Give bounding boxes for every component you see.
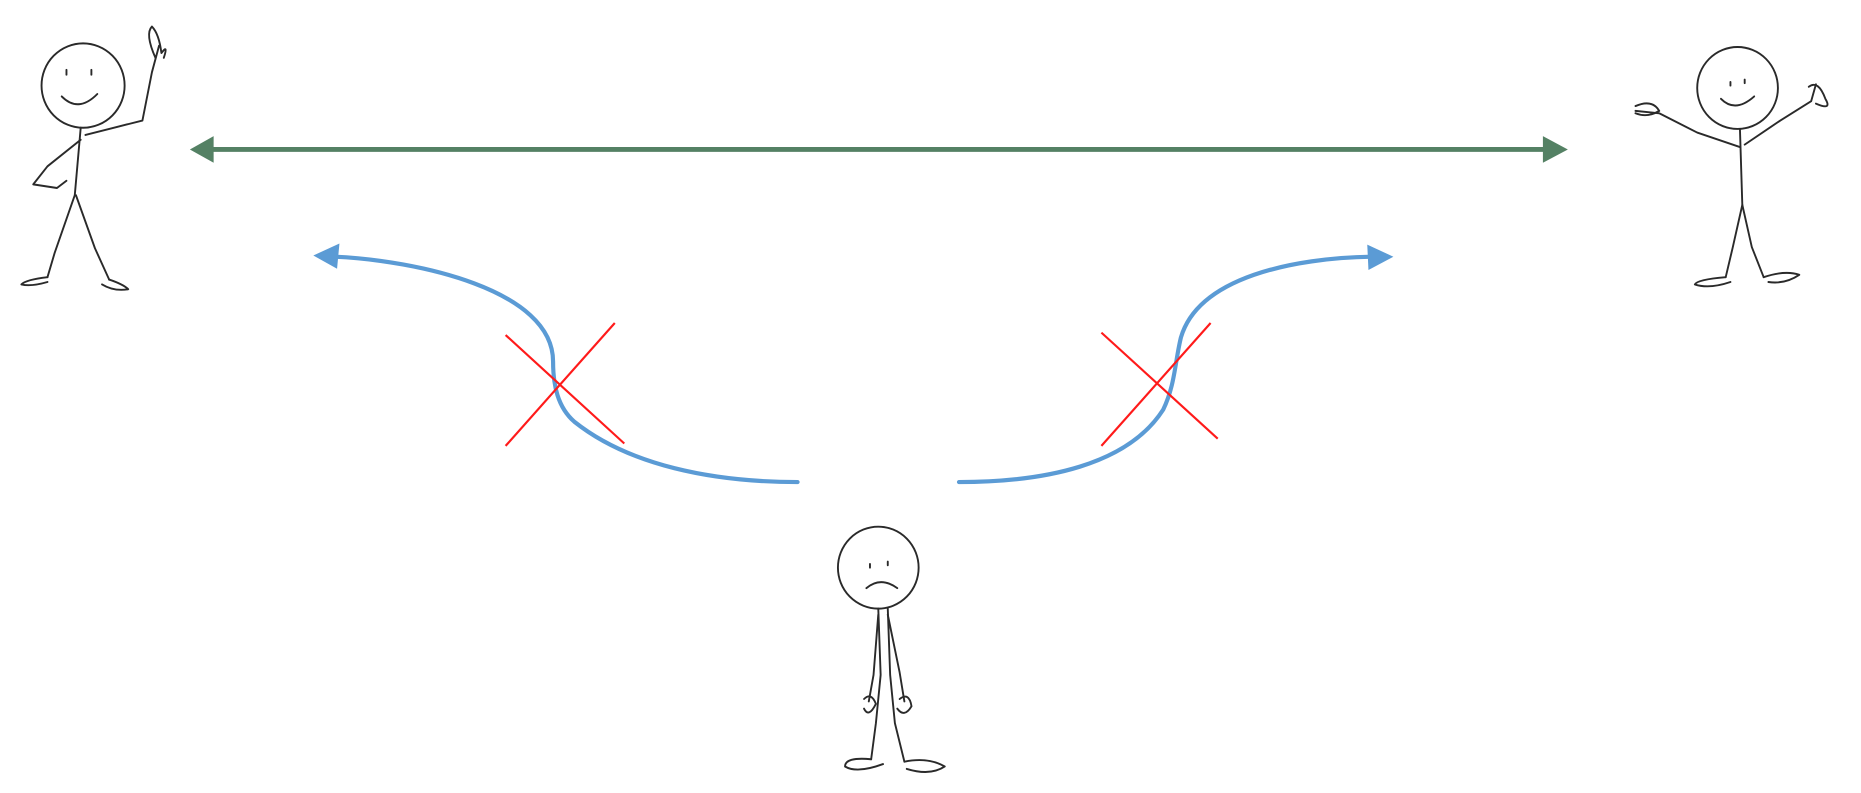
arrowhead-blocked-left (313, 243, 340, 269)
arrowhead-right (1542, 136, 1568, 163)
stick-figure-right (1634, 46, 1829, 288)
blocked-arrow-to-left (313, 243, 800, 485)
arrowhead-blocked-right (1367, 244, 1394, 270)
stick-figure-bottom (836, 525, 946, 773)
stick-figure-right-head (1696, 46, 1779, 130)
arrowhead-left (189, 136, 214, 163)
cross-mark-left (504, 322, 626, 447)
connection-arrow-left-right (189, 136, 1568, 163)
blocked-arrow-to-right (956, 244, 1394, 485)
stick-figure-bottom-head (836, 525, 920, 610)
stick-figure-left-head (40, 42, 126, 129)
stick-figure-left (20, 25, 167, 291)
cross-mark-right (1100, 322, 1219, 447)
